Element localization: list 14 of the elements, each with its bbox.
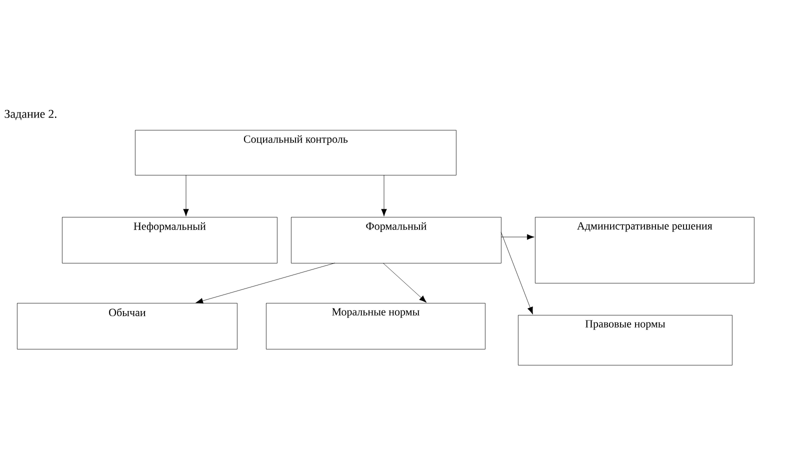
arrow: [183, 174, 189, 216]
concept-box: Административные решения: [535, 217, 754, 284]
concept-box: Моральные нормы: [266, 303, 486, 350]
concept-box: Обычаи: [17, 303, 238, 350]
arrow: [196, 262, 336, 304]
arrow: [382, 262, 427, 303]
concept-box: Правовые нормы: [518, 315, 732, 366]
arrow: [381, 174, 387, 216]
concept-box: Формальный: [291, 217, 502, 264]
arrow: [500, 234, 534, 240]
task-heading: Задание 2.: [4, 110, 56, 120]
concept-box: Неформальный: [62, 217, 278, 264]
arrow: [500, 232, 533, 314]
concept-box: Социальный контроль: [135, 130, 456, 176]
